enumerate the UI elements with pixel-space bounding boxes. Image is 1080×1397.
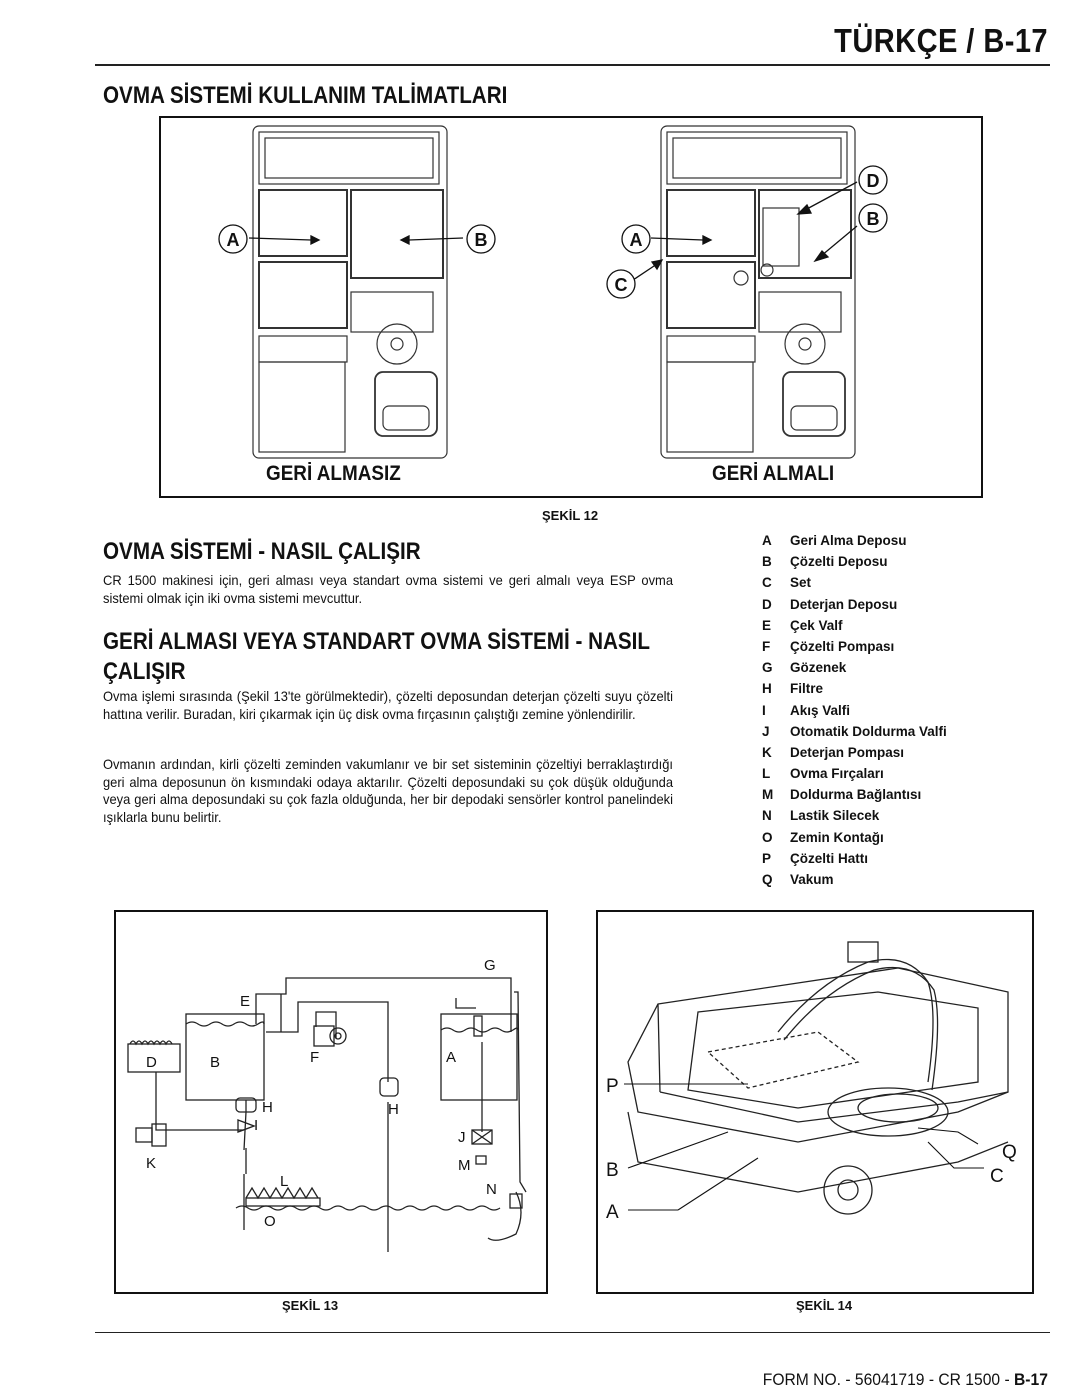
figure-12-drawing: A B A D B C [218, 125, 888, 459]
fig12-callout-b-right: B [867, 209, 880, 229]
figure-14-frame: P Q B C A [596, 910, 1034, 1294]
figure-12-caption: ŞEKİL 12 [542, 508, 599, 523]
fig13-label-h2: H [388, 1101, 399, 1118]
fig13-label-d: D [146, 1054, 157, 1071]
footer-rule [95, 1332, 1050, 1333]
fig12-callout-a-right: A [630, 230, 643, 250]
fig13-label-j: J [458, 1129, 466, 1146]
fig13-label-a: A [446, 1049, 456, 1066]
page-title: TÜRKÇE / B-17 [834, 22, 1048, 59]
figure-13-schematic: G E D B F A H H I J K M L N O [127, 957, 527, 1252]
figure-13-frame: G E D B F A H H I J K M L N O [114, 910, 548, 1294]
section3-paragraph-2: Ovmanın ardından, kirli çözelti zeminden… [103, 757, 673, 825]
fig13-label-i: I [254, 1117, 258, 1134]
figure-14-machine-drawing: P Q B C A [606, 941, 1017, 1223]
fig13-label-m: M [458, 1157, 471, 1174]
footer-form-number: FORM NO. - 56041719 - CR 1500 - B-17 [762, 1370, 1048, 1389]
fig12-left-caption: GERİ ALMASIZ [266, 462, 401, 485]
fig13-label-l: L [280, 1173, 288, 1190]
header-rule [95, 64, 1050, 66]
fig12-callout-b-left: B [475, 230, 488, 250]
fig13-label-n: N [486, 1181, 497, 1198]
fig13-label-h1: H [262, 1099, 273, 1116]
section2-paragraph: CR 1500 makinesi için, geri alması veya … [103, 573, 673, 606]
section-title-standard-system: GERİ ALMASI VEYA STANDART OVMA SİSTEMİ -… [103, 628, 650, 685]
fig14-label-q: Q [1002, 1142, 1017, 1163]
fig13-label-k: K [146, 1155, 156, 1172]
fig12-callout-d: D [867, 171, 880, 191]
fig13-label-g: G [484, 957, 496, 974]
figure-12-frame: A B A D B C GERİ ALMASIZ GERİ ALMALI [159, 116, 983, 498]
section-title-usage: OVMA SİSTEMİ KULLANIM TALİMATLARI [103, 82, 508, 109]
fig13-label-o: O [264, 1213, 276, 1230]
figure-13-caption: ŞEKİL 13 [282, 1298, 339, 1313]
fig14-label-p: P [606, 1076, 619, 1097]
fig13-label-b: B [210, 1054, 220, 1071]
figure-14-caption: ŞEKİL 14 [796, 1298, 853, 1313]
fig13-label-e: E [240, 993, 250, 1010]
fig14-label-b: B [606, 1160, 619, 1181]
fig13-label-f: F [310, 1049, 319, 1066]
section-title-how-it-works: OVMA SİSTEMİ - NASIL ÇALIŞIR [103, 538, 421, 565]
fig12-callout-c: C [615, 275, 628, 295]
fig12-right-caption: GERİ ALMALI [712, 462, 835, 485]
fig12-callout-a-left: A [227, 230, 240, 250]
fig14-label-c: C [990, 1166, 1004, 1187]
fig14-label-a: A [606, 1202, 619, 1223]
section3-paragraph-1: Ovma işlemi sırasında (Şekil 13'te görül… [103, 689, 673, 722]
